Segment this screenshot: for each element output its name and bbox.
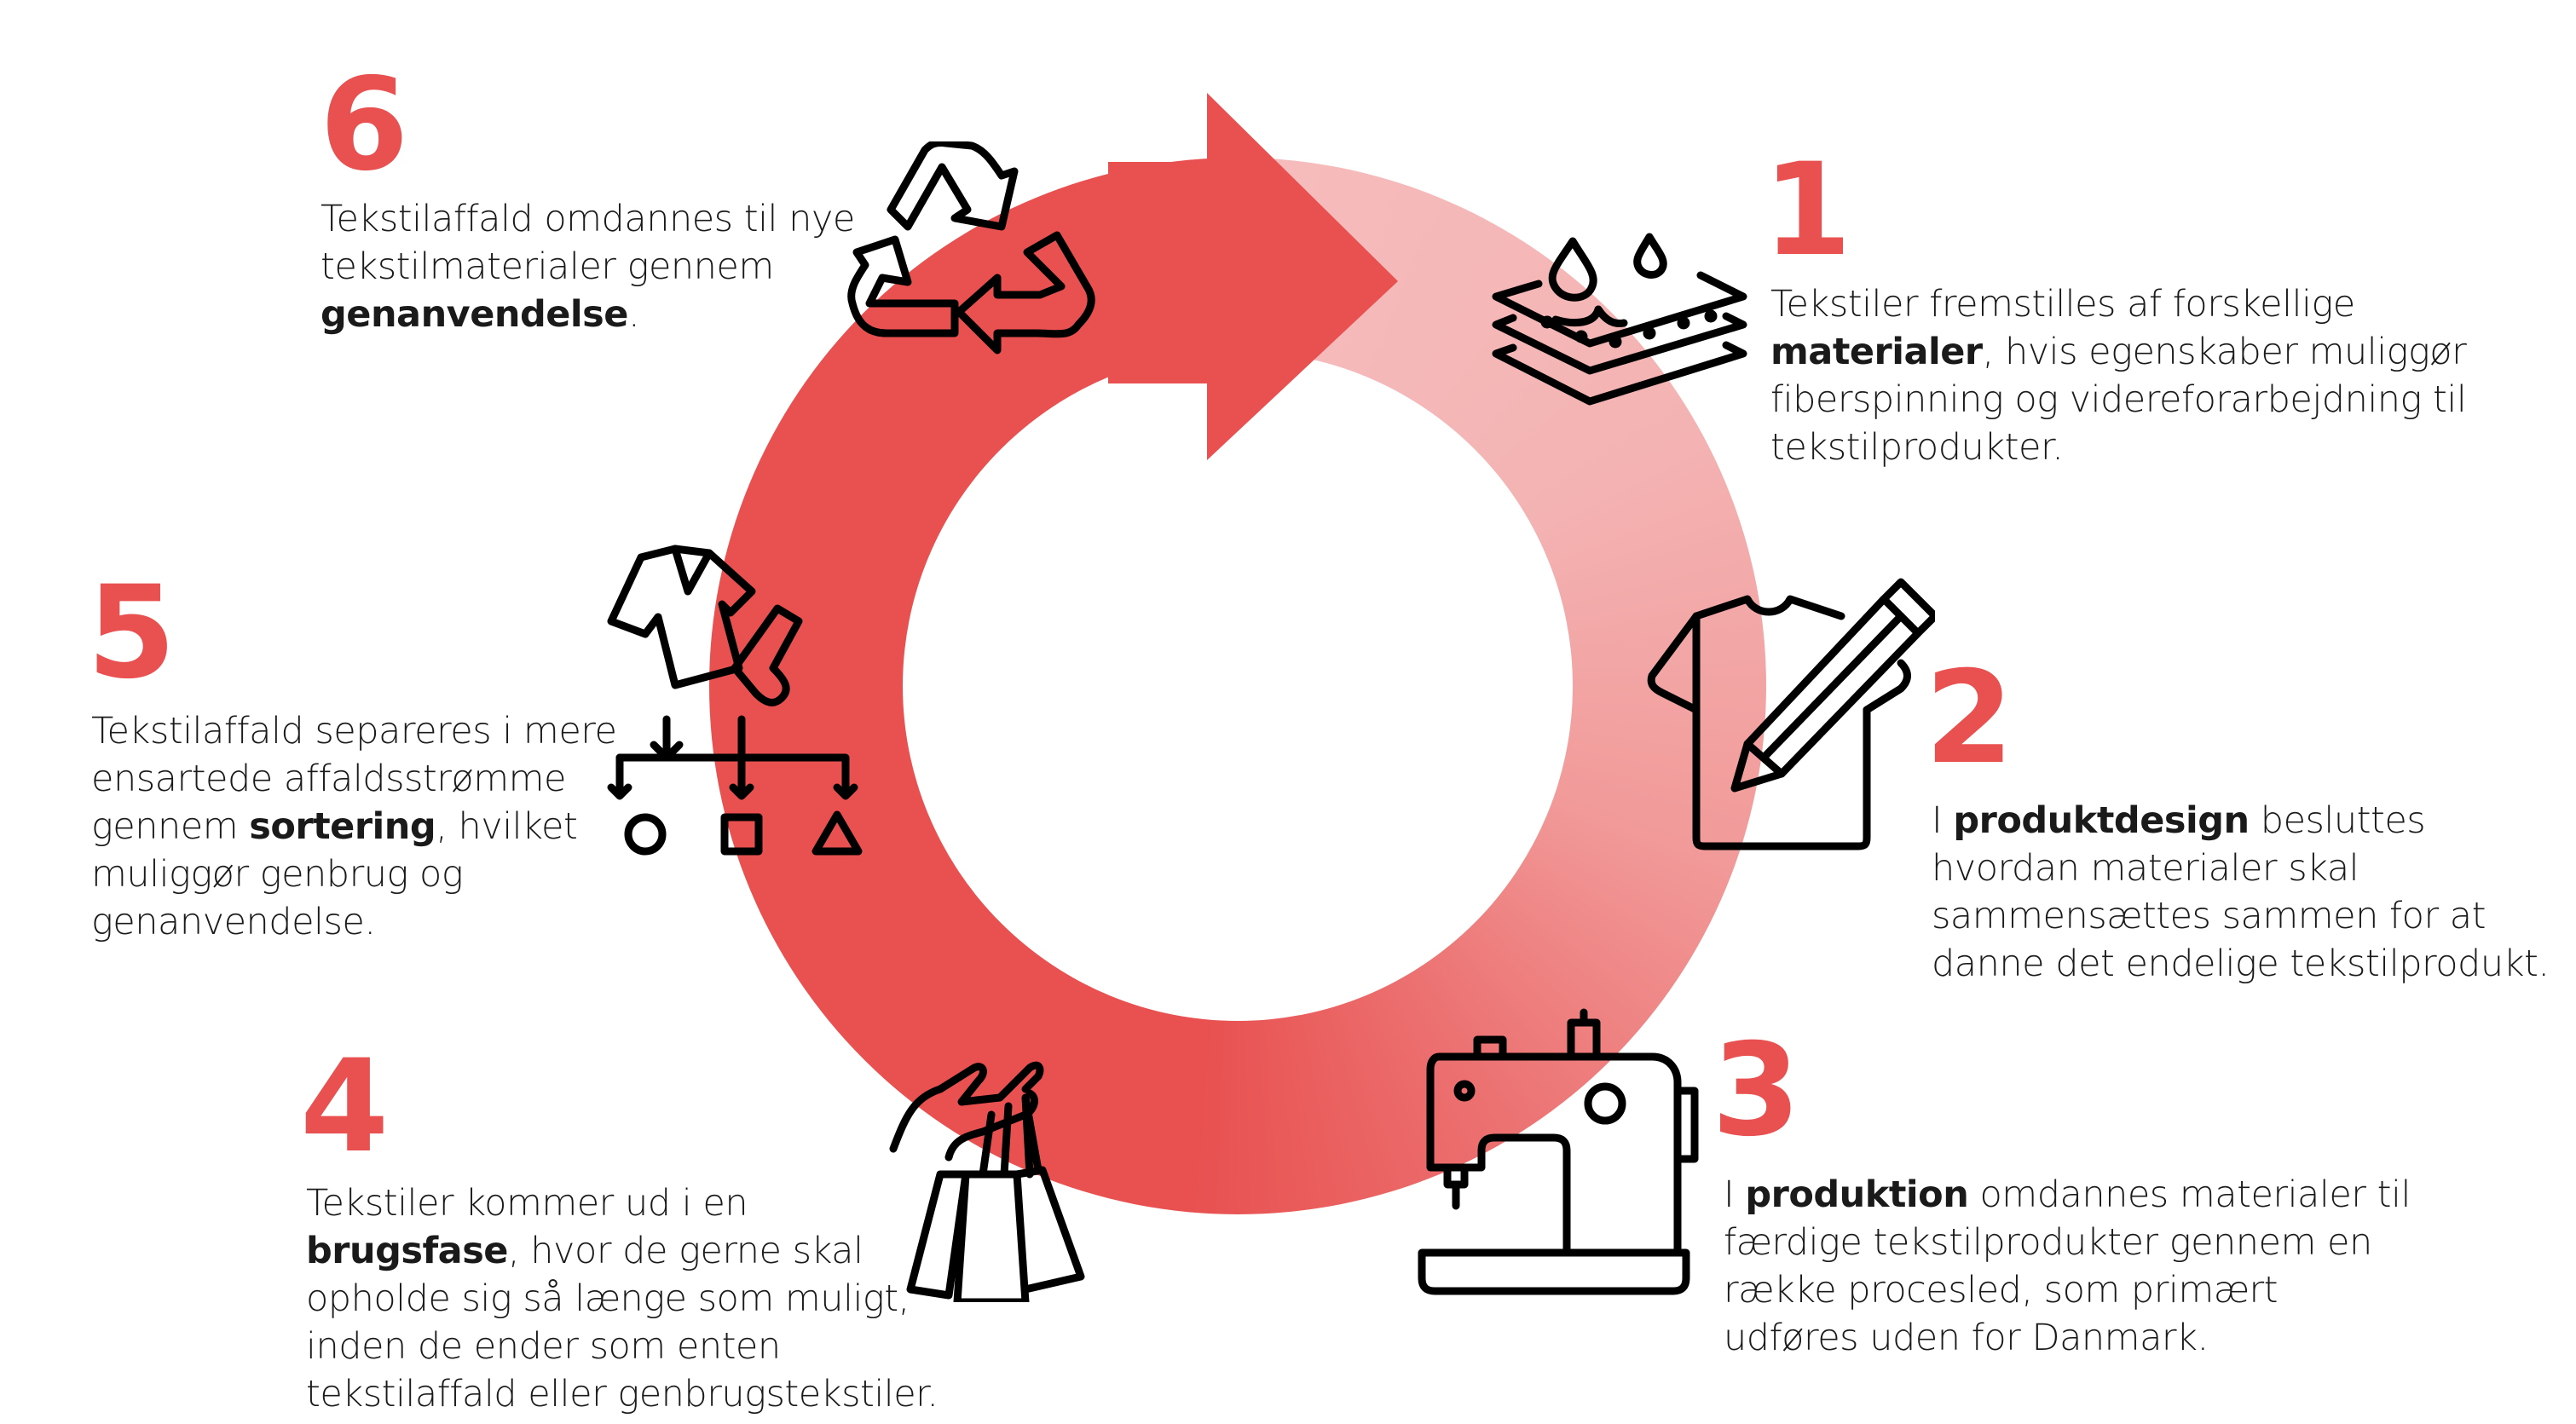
step-3-number: 3 <box>1712 1017 1801 1165</box>
step-1-text: Tekstiler fremstilles af forskellige mat… <box>1770 283 2467 469</box>
recycle-icon <box>847 141 1095 355</box>
shopping-bags-icon <box>889 1061 1085 1302</box>
step-3-text: I produktion omdannes materialer til fær… <box>1724 1173 2411 1359</box>
sewing-machine-icon <box>1418 1008 1699 1295</box>
step-5-number: 5 <box>87 559 176 707</box>
fabric-layers-icon <box>1492 233 1747 406</box>
step-1-number: 1 <box>1763 136 1852 285</box>
step-5-text: Tekstilaffald separeres i mere ensartede… <box>91 710 617 943</box>
step-2-text: I produktdesign besluttes hvordan materi… <box>1932 799 2550 985</box>
step-4-number: 4 <box>300 1033 390 1181</box>
step-2-number: 2 <box>1925 644 2014 793</box>
step-6-text: Tekstilaffald omdannes til nye tekstilma… <box>321 198 855 336</box>
step-4-text: Tekstiler kommer ud i en brugsfase, hvor… <box>306 1182 939 1415</box>
sorting-icon <box>607 545 863 856</box>
ring-center <box>903 351 1573 1021</box>
tshirt-pencil-icon <box>1647 578 1935 850</box>
step-6-number: 6 <box>320 51 409 199</box>
